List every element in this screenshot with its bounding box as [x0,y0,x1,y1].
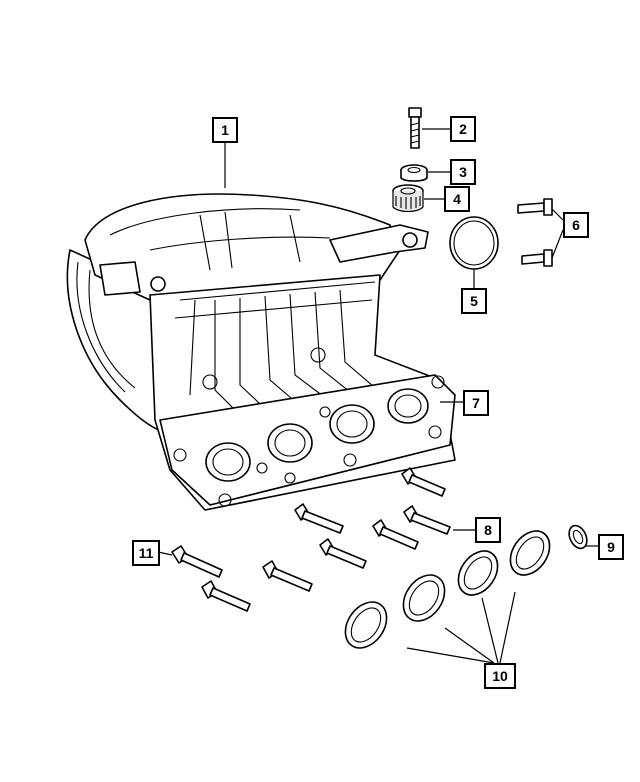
intake-manifold [66,193,456,511]
intake-gaskets [344,530,551,649]
callout-8: 8 [475,517,501,543]
callout-3: 3 [450,159,476,185]
callout-1: 1 [212,117,238,143]
leader-lines [157,128,598,664]
callout-10: 10 [484,663,516,689]
callout-2: 2 [450,116,476,142]
o-ring-seal [449,216,499,270]
callout-7: 7 [463,390,489,416]
callout-9: 9 [598,534,624,560]
bolts-6 [517,198,553,267]
plug [568,524,588,550]
bolts-8 [294,467,451,569]
callout-5: 5 [461,288,487,314]
grommet [400,164,428,182]
callout-6: 6 [563,212,589,238]
callout-11: 11 [132,540,160,566]
isolator [392,184,424,213]
flange-bolt [408,107,422,149]
bolts-11 [171,545,313,612]
callout-4: 4 [444,186,470,212]
